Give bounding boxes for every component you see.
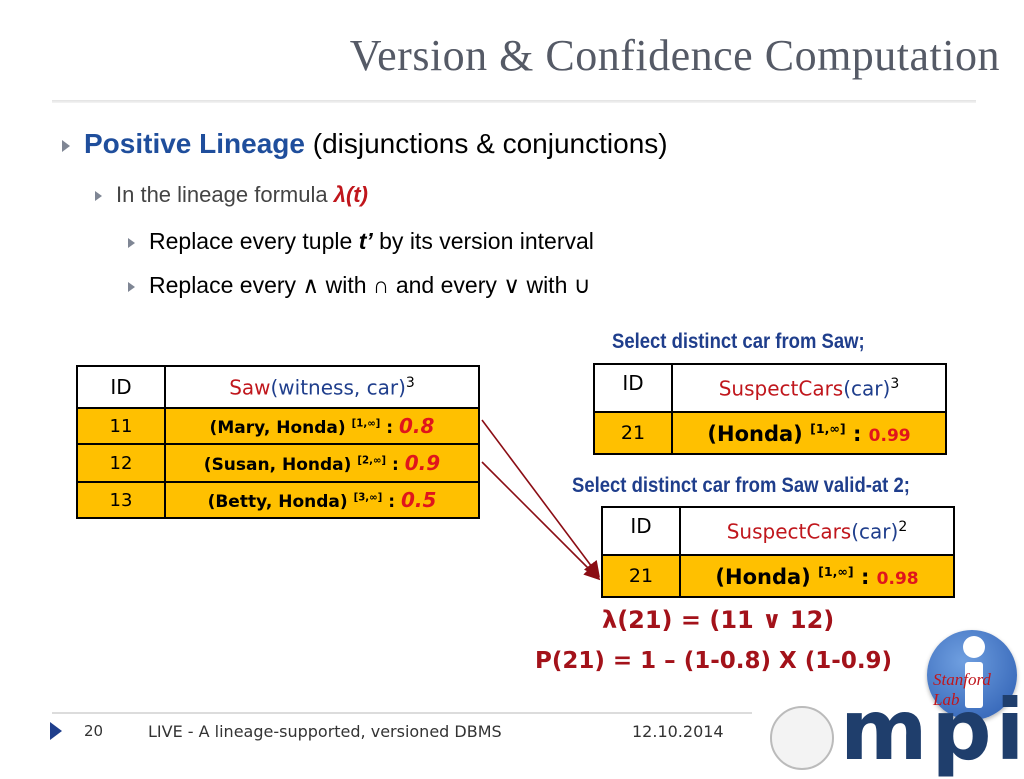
bullet-strong-label: Positive Lineage <box>84 128 305 159</box>
relation-args: (car) <box>851 519 899 544</box>
saw-id-header: ID <box>76 365 166 409</box>
row-id: 11 <box>76 407 166 445</box>
version-sup: 2 <box>898 518 908 535</box>
query-distinct-car: Select distinct car from Saw; <box>612 330 865 353</box>
saw-table: ID Saw(witness, car)3 11 (Mary, Honda) [… <box>76 365 480 519</box>
separator: : <box>388 492 396 512</box>
footer-date: 12.10.2014 <box>632 722 724 741</box>
interval-text: [1,∞] <box>818 563 854 579</box>
separator: : <box>860 564 870 589</box>
bullet-lineage-formula: In the lineage formula λ(t) <box>95 182 368 208</box>
probability-formula: P(21) = 1 – (1-0.8) X (1-0.9) <box>535 648 893 674</box>
lineage-symbol: λ(t) <box>333 182 368 207</box>
page-number: 20 <box>84 722 104 740</box>
saw-table-header: Saw(witness, car)3 <box>164 365 480 409</box>
confidence-value: 0.5 <box>400 488 437 512</box>
table-row: 21 (Honda) [1,∞] : 0.98 <box>601 554 955 598</box>
bullet-replace-operators: Replace every ∧ with ∩ and every ∨ with … <box>128 272 591 299</box>
relation-args: (car) <box>843 376 891 401</box>
footer-text: LIVE - A lineage-supported, versioned DB… <box>148 722 502 741</box>
confidence-value: 0.99 <box>868 425 911 446</box>
bullet-rest-label: (disjunctions & conjunctions) <box>304 128 668 159</box>
row-value: (Honda) [1,∞] : 0.98 <box>679 554 955 598</box>
suspect-id-header: ID <box>593 363 673 413</box>
lab-text: Stanford Lab <box>933 670 991 709</box>
arrow-line <box>481 461 601 581</box>
confidence-value: 0.9 <box>404 451 441 475</box>
row-id: 13 <box>76 481 166 519</box>
footer-divider <box>52 712 752 714</box>
bullet-label: In the lineage formula <box>116 182 334 207</box>
interval-text: [1,∞] <box>351 418 381 430</box>
tuple-text: (Susan, Honda) <box>203 455 352 475</box>
separator: : <box>386 418 394 438</box>
saw-relation-args: (witness, car) <box>270 375 406 400</box>
interval-text: [3,∞] <box>353 492 383 504</box>
separator: : <box>852 421 862 446</box>
tuple-text: (Betty, Honda) <box>207 492 348 512</box>
confidence-value: 0.98 <box>876 568 919 589</box>
suspect-table-header: SuspectCars(car)3 <box>671 363 947 413</box>
bullet-arrow-icon <box>62 139 70 152</box>
bullet-label: by its version interval <box>372 228 594 254</box>
footer-arrow-icon <box>50 722 62 740</box>
mpi-wordmark: mpi <box>840 681 1024 779</box>
tuple-text: (Honda) <box>707 421 803 446</box>
version-sup: 3 <box>890 375 900 392</box>
tuple-text: (Mary, Honda) <box>209 418 346 438</box>
suspect-cars-table-2: ID SuspectCars(car)2 21 (Honda) [1,∞] : … <box>601 506 955 598</box>
confidence-value: 0.8 <box>399 414 435 438</box>
saw-version-sup: 3 <box>405 374 415 391</box>
query-valid-at: Select distinct car from Saw valid-at 2; <box>572 474 910 497</box>
row-id: 21 <box>593 411 673 455</box>
row-value: (Betty, Honda) [3,∞] : 0.5 <box>164 481 480 519</box>
suspect-table-header: SuspectCars(car)2 <box>679 506 955 556</box>
bullet-label: Replace every tuple <box>149 228 359 254</box>
interval-text: [1,∞] <box>810 420 846 436</box>
suspect-cars-table-3: ID SuspectCars(car)3 21 (Honda) [1,∞] : … <box>593 363 947 455</box>
bullet-positive-lineage: Positive Lineage (disjunctions & conjunc… <box>62 128 668 160</box>
table-row: 13 (Betty, Honda) [3,∞] : 0.5 <box>76 481 480 519</box>
bullet-label: Replace every ∧ with ∩ and every ∨ with … <box>149 272 591 298</box>
bullet-arrow-icon <box>128 237 135 248</box>
table-row: 21 (Honda) [1,∞] : 0.99 <box>593 411 947 455</box>
tuple-text: (Honda) <box>715 564 811 589</box>
title-divider <box>52 100 976 103</box>
saw-relation-name: Saw <box>229 375 271 400</box>
separator: : <box>392 455 399 475</box>
interval-text: [2,∞] <box>357 455 387 467</box>
table-row: 11 (Mary, Honda) [1,∞] : 0.8 <box>76 407 480 445</box>
mpi-logo <box>770 706 834 770</box>
bullet-arrow-icon <box>95 191 102 202</box>
relation-name: SuspectCars <box>726 519 852 544</box>
slide-title: Version & Confidence Computation <box>349 31 1000 80</box>
stanford-lab-logo: Stanford Lab <box>927 630 1017 720</box>
tuple-symbol: t’ <box>358 228 373 254</box>
arrow-line <box>481 419 600 578</box>
suspect-id-header: ID <box>601 506 681 556</box>
row-value: (Mary, Honda) [1,∞] : 0.8 <box>164 407 480 445</box>
relation-name: SuspectCars <box>718 376 844 401</box>
row-id: 12 <box>76 443 166 483</box>
row-id: 21 <box>601 554 681 598</box>
bullet-arrow-icon <box>128 281 135 292</box>
bullet-replace-tuple: Replace every tuple t’ by its version in… <box>128 228 594 255</box>
lineage-formula: λ(21) = (11 ∨ 12) <box>602 606 835 634</box>
row-value: (Susan, Honda) [2,∞] : 0.9 <box>164 443 480 483</box>
table-row: 12 (Susan, Honda) [2,∞] : 0.9 <box>76 443 480 483</box>
row-value: (Honda) [1,∞] : 0.99 <box>671 411 947 455</box>
